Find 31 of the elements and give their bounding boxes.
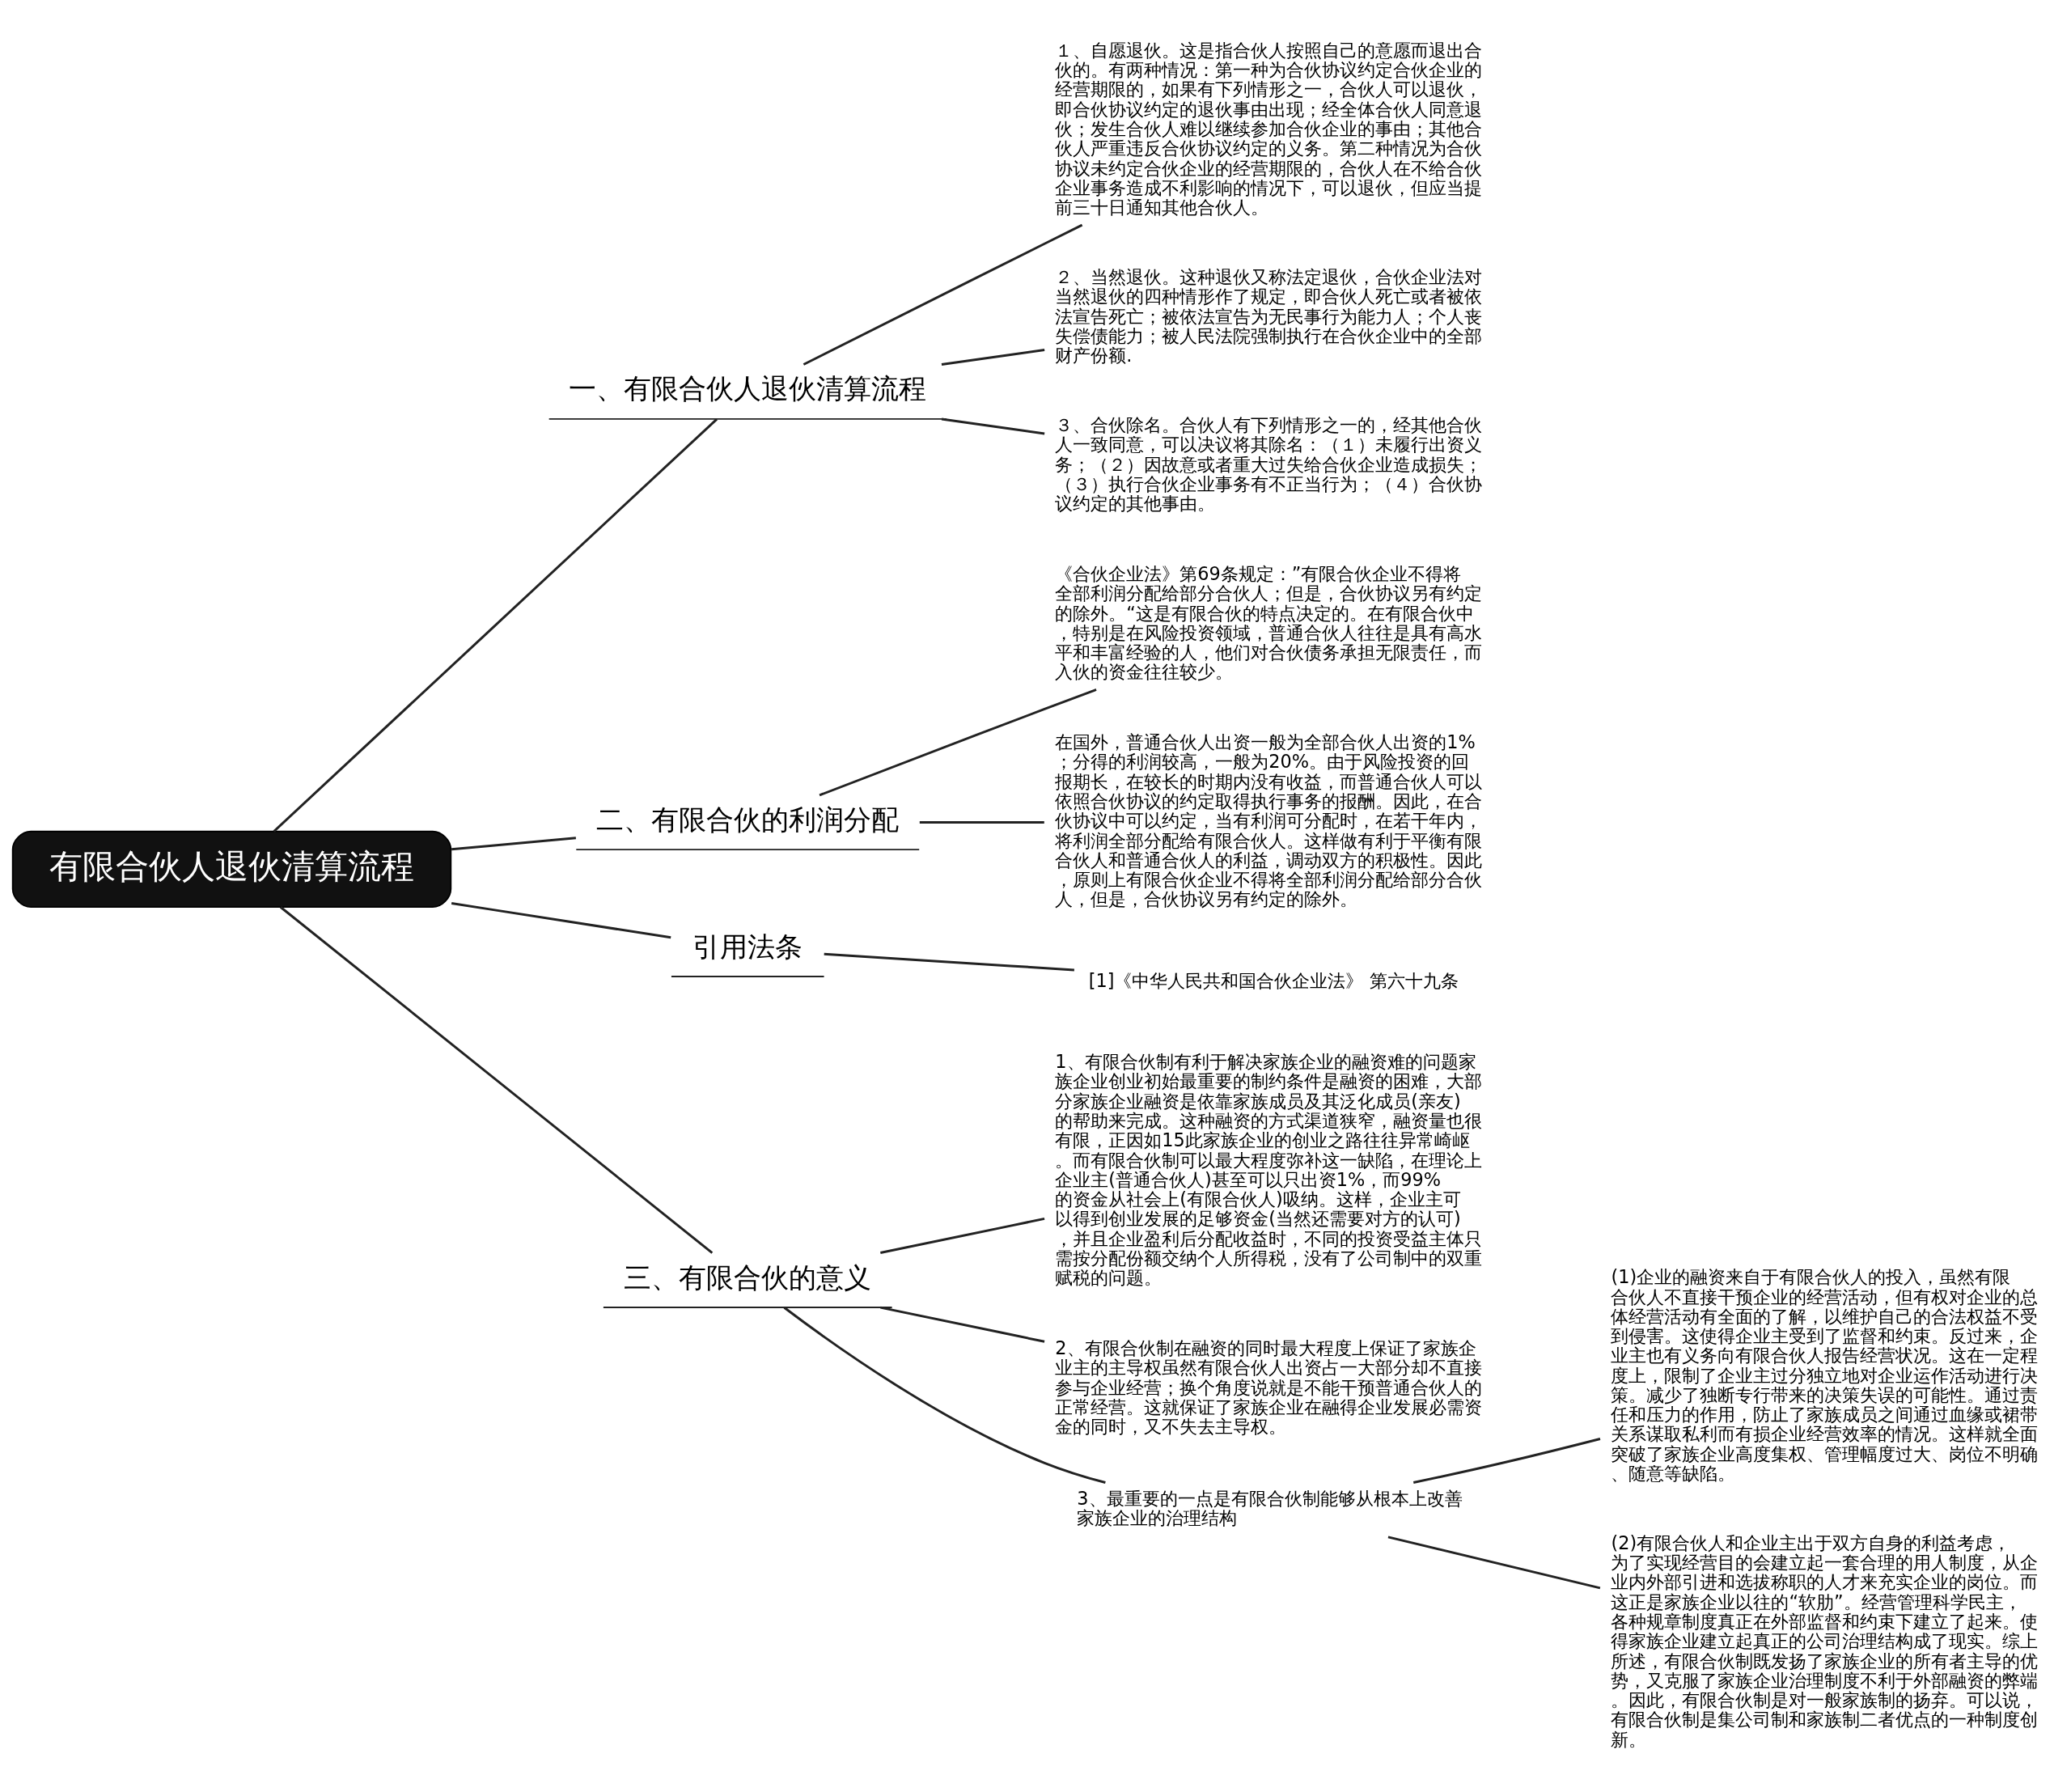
node-text: 三、有限合伙的意义 <box>624 1261 872 1294</box>
node-text: (1)企业的融资来自于有限合伙人的投入，虽然有限合伙人不直接干预企业的经营活动，但有权对企业的总体经营活动有全面的了解，以维护自己的合法权益不受到侵害。这使得企业主受到了监督和约束。反过来，企业主也有义务向有限合伙人报告经营状况。这在一定程度上，限制了企业主过分独立地对企业运作活动进行决策。减少了独断专行带来的决策失误的可能性。通过责任和压力的作用，防止了家族成员之间通过血缘或裙带关系谋取私利而有损企业经营效率的情况。这样就全面突破了家族企业高度集权、管理幅度过大、岗位不明确、随意等缺陷。 <box>1611 1265 2039 1484</box>
node-text: 3、最重要的一点是有限合伙制能够从根本上改善家族企业的治理结构 <box>1077 1487 1463 1528</box>
node-text: 在国外，普通合伙人出资一般为全部合伙人出资的1%；分得的利润较高，一般为20%。由于风险投资的回报期长，在较长的时期内没有收益，而普通合伙人可以依照合伙协议的约定取得执行事务的报酬。因此，在合伙协议中可以约定，当有利润可分配时，在若干年内，将利润全部分配给有限合伙人。这样做有利于平衡有限合伙人和普通合伙人的利益，调动双方的积极性。因此，原则上有限合伙企业不得将全部利润分配给部分合伙人，但是，合伙协议另有约定的除外。 <box>1055 731 1483 909</box>
connector <box>1387 1535 1601 1589</box>
node-text: 2、有限合伙制在融资的同时最大程度上保证了家族企业主的主导权虽然有限合伙人出资占一大部分却不直接参与企业经营；换个角度说就是不能干预普通合伙人的正常经营。这就保证了家族企业在融得企业发展必需资金的同时，又不失去主导权。 <box>1055 1337 1483 1437</box>
connector <box>783 1306 1106 1484</box>
connector <box>273 417 718 832</box>
node-text: 引用法条 <box>692 930 803 963</box>
connector <box>941 348 1045 366</box>
connector <box>819 688 1097 796</box>
connector <box>941 417 1045 434</box>
node-text: ３、合伙除名。合伙人有下列情形之一的，经其他合伙人一致同意，可以决议将其除名：（１）未履行出资义务；（２）因故意或者重大过失给合伙企业造成损失；（３）执行合伙企业事务有不正当行为；（４）合伙协议约定的其他事由。 <box>1055 413 1483 514</box>
node-text: 《合伙企业法》第69条规定：”有限合伙企业不得将全部利润分配给部分合伙人；但是，合伙协议另有约定的除外。“这是有限合伙的特点决定的。在有限合伙中，特别是在风险投资领域，普通合伙人往往是具有高水平和丰富经验的人，他们对合伙债务承担无限责任，而入伙的资金往往较少。 <box>1055 562 1483 682</box>
node-text: 二、有限合伙的利润分配 <box>596 803 900 836</box>
node-text: (2)有限合伙人和企业主出于双方自身的利益考虑，为了实现经营目的会建立起一套合理的用人制度，从企业内外部引进和选拔称职的人才来充实企业的岗位。而这正是家族企业以往的“软肋”。经营管理科学民主，各种规章制度真正在外部监督和约束下建立了起来。使得家族企业建立起真正的公司治理结构成了现实。综上所述，有限合伙制既发扬了家族企业的所有者主导的优势，又克服了家族企业治理制度不利于外部融资的弊端。因此，有限合伙制是对一般家族制的扬弃。可以说，有限合伙制是集公司制和家族制二者优点的一种制度创新。 <box>1611 1531 2039 1750</box>
node-text: [1]《中华人民共和国合伙企业法》 第六十九条 <box>1088 969 1459 991</box>
connector <box>919 820 1044 824</box>
node-text: 一、有限合伙人退伙清算流程 <box>569 372 927 405</box>
connector <box>451 901 671 938</box>
node-text: １、自愿退伙。这是指合伙人按照自己的意愿而退出合伙的。有两种情况：第一种为合伙协议约定合伙企业的经营期限的，如果有下列情形之一，合伙人可以退伙，即合伙协议约定的退伙事由出现；经全体合伙人同意退伙；发生合伙人难以继续参加合伙企业的事由；其他合伙人严重违反合伙协议约定的义务。第二种情况为合伙协议未约定合伙企业的经营期限的，合伙人在不给合伙企业事务造成不利影响的情况下，可以退伙，但应当提前三十日通知其他合伙人。 <box>1055 39 1483 218</box>
connector <box>279 905 714 1254</box>
connector <box>1412 1437 1601 1484</box>
connector <box>880 1217 1045 1254</box>
node-text: ２、当然退伙。这种退伙又称法定退伙，合伙企业法对当然退伙的四种情形作了规定，即合伙人死亡或者被依法宣告死亡；被依法宣告为无民事行为能力人；个人丧失偿债能力；被人民法院强制执行在合伙企业中的全部财产份额. <box>1055 265 1483 366</box>
connector <box>880 1306 1045 1343</box>
connector <box>803 223 1083 366</box>
node-text: 1、有限合伙制有利于解决家族企业的融资难的问题家族企业创业初始最重要的制约条件是融资的困难，大部分家族企业融资是依靠家族成员及其泛化成员(亲友)的帮助来完成。这种融资的方式渠道狭窄，融资量也很有限，正因如15此家族企业的创业之路往往异常崎岖。而有限合伙制可以最大程度弥补这一缺陷，在理论上企业主(普通合伙人)甚至可以只出资1%，而99%的资金从社会上(有限合伙人)吸纳。这样，企业主可以得到创业发展的足够资金(当然还需要对方的认可)，并且企业盈利后分配收益时，不同的投资受益主体只需按分配份额交纳个人所得税，没有了公司制中的双重赋税的问题。 <box>1055 1050 1483 1288</box>
node-box: 有限合伙人退伙清算流程 <box>11 830 452 908</box>
connector <box>824 952 1074 971</box>
connector <box>451 836 576 850</box>
